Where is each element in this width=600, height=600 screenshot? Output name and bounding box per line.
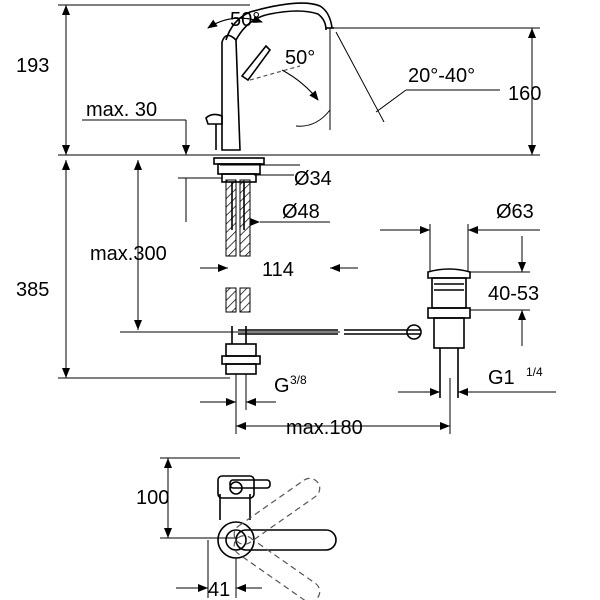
hose-right	[239, 179, 251, 257]
label-max300: max.300	[90, 243, 167, 265]
label-max30: max. 30	[86, 99, 157, 121]
label-114: 114	[262, 259, 294, 281]
lever-handle	[240, 44, 272, 82]
faucet-side-view	[58, 2, 540, 156]
label-d48: Ø48	[282, 201, 320, 223]
label-d63: Ø63	[496, 201, 534, 223]
label-max180: max.180	[286, 417, 363, 439]
lever-top-view	[235, 529, 337, 551]
label-40-53: 40-53	[488, 283, 539, 305]
drain-assembly	[380, 224, 556, 398]
label-angle-top: 50°	[230, 9, 260, 31]
hose-left	[225, 179, 237, 257]
faucet-body	[221, 34, 241, 151]
label-100: 100	[136, 487, 169, 509]
label-41: 41	[208, 579, 230, 600]
label-angle-range: 20°-40°	[408, 65, 475, 87]
label-g38: G	[274, 375, 290, 397]
label-d34: Ø34	[294, 168, 332, 190]
faucet-top-view	[160, 457, 337, 600]
label-160: 160	[508, 83, 541, 105]
label-193: 193	[16, 55, 49, 77]
label-385: 385	[16, 279, 49, 301]
label-g114-fraction: 1/4	[526, 365, 543, 379]
label-g114: G1	[488, 367, 515, 389]
installation-view	[58, 157, 451, 434]
label-angle-side: 50°	[285, 47, 315, 69]
label-g38-fraction: 3/8	[290, 373, 307, 387]
